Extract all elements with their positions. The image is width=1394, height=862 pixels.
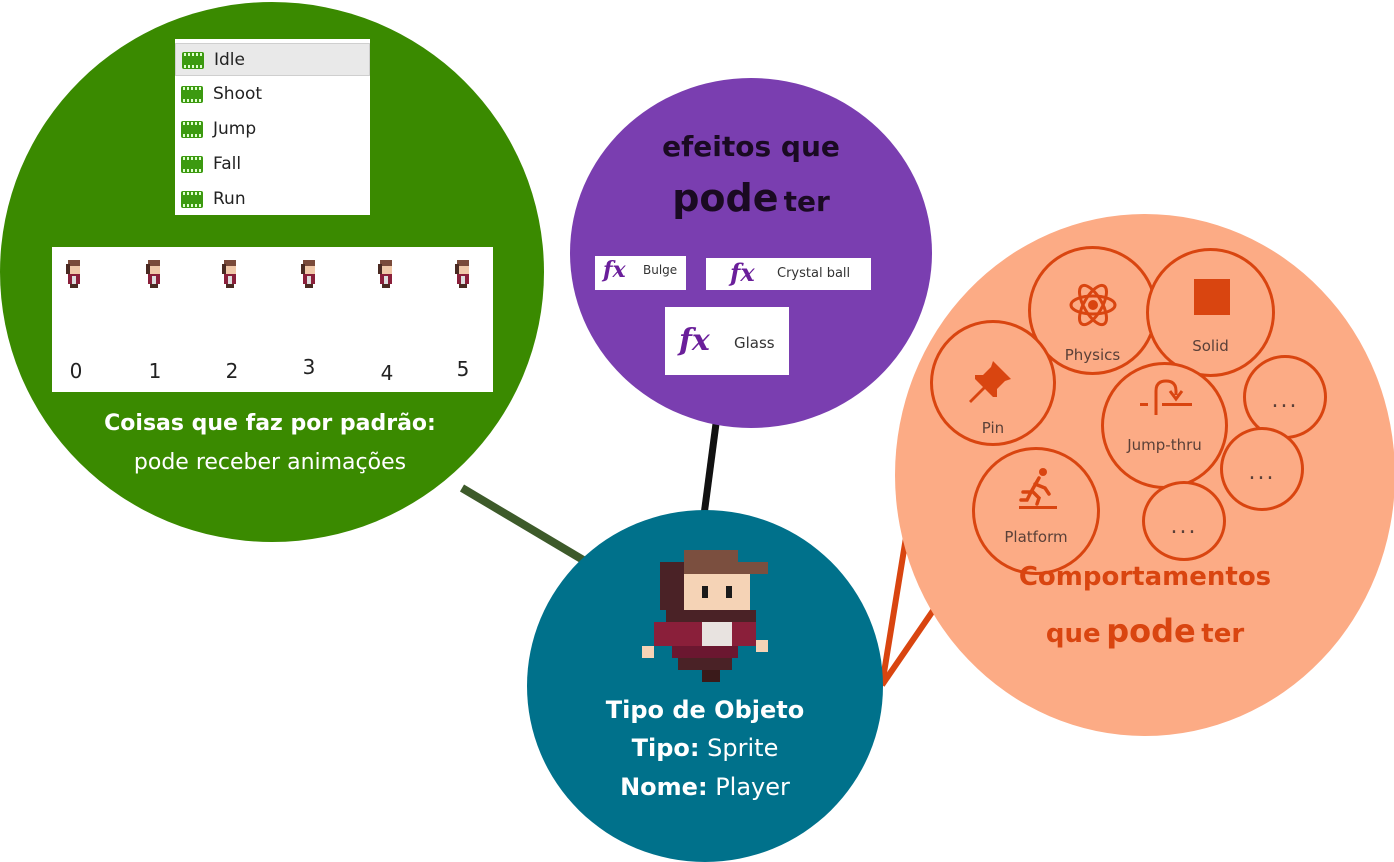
behavior-pin[interactable]: Pin — [930, 320, 1056, 446]
frame-sprite — [222, 260, 236, 288]
effect-item[interactable]: fx Crystal ball — [706, 258, 871, 290]
animation-item[interactable]: Fall — [175, 148, 370, 181]
frame-number: 1 — [148, 359, 162, 383]
object-name-line: Nome: Player — [527, 773, 883, 801]
animation-item[interactable]: Run — [175, 183, 370, 216]
effects-heading-rest: ter — [783, 185, 830, 218]
behavior-more[interactable]: ... — [1142, 481, 1226, 561]
effects-heading-line1: efeitos que — [662, 130, 840, 163]
jump-thru-icon — [1140, 379, 1192, 415]
behavior-platform[interactable]: Platform — [972, 447, 1100, 575]
object-name-value: Player — [715, 773, 790, 801]
behavior-label: Solid — [1192, 337, 1229, 355]
animation-item[interactable]: Jump — [175, 113, 370, 146]
behavior-jump-thru[interactable]: Jump-thru — [1101, 362, 1228, 489]
effect-label: Glass — [734, 334, 775, 352]
frame-number: 4 — [380, 361, 394, 385]
film-strip-icon — [181, 86, 203, 103]
more-dots: ... — [1170, 514, 1198, 539]
effect-label: Crystal ball — [777, 266, 851, 281]
atom-icon — [1069, 283, 1117, 327]
behaviors-caption-bold: pode — [1106, 612, 1196, 650]
animation-list: Idle Shoot Jump Fall Run — [175, 39, 370, 215]
behavior-solid[interactable]: Solid — [1146, 248, 1275, 377]
default-things-subtitle: pode receber animações — [133, 450, 407, 475]
animation-label: Run — [213, 189, 246, 209]
behaviors-caption-rest: ter — [1201, 619, 1245, 649]
object-title: Tipo de Objeto — [605, 696, 805, 724]
behaviors-caption-que: que — [1045, 619, 1101, 649]
film-strip-icon — [181, 156, 203, 173]
solid-square-icon — [1194, 279, 1230, 315]
animation-label: Shoot — [213, 84, 263, 104]
running-person-icon — [1019, 468, 1057, 509]
fx-icon: fx — [730, 258, 755, 287]
more-dots: ... — [1271, 388, 1299, 413]
animation-frames-panel: 0 1 2 3 4 5 — [52, 247, 493, 392]
film-strip-icon — [181, 191, 203, 208]
frame-sprite — [378, 260, 392, 288]
frame-sprite — [66, 260, 80, 288]
behavior-more[interactable]: ... — [1220, 427, 1304, 511]
object-name-label: Nome: — [620, 773, 708, 801]
effect-item[interactable]: fx Bulge — [595, 256, 686, 290]
behavior-label: Jump-thru — [1127, 436, 1202, 454]
effects-heading-line2: pode ter — [570, 176, 932, 220]
effects-heading-bold: pode — [672, 176, 779, 220]
behavior-more[interactable]: ... — [1243, 355, 1327, 439]
behavior-physics[interactable]: Physics — [1028, 246, 1157, 375]
object-type-line: Tipo: Sprite — [527, 734, 883, 762]
animation-item[interactable]: Shoot — [175, 78, 370, 111]
frame-sprite — [146, 260, 160, 288]
frame-sprite — [301, 260, 315, 288]
animation-label: Jump — [213, 119, 257, 139]
object-type-label: Tipo: — [631, 734, 700, 762]
film-strip-icon — [182, 52, 204, 69]
frame-sprite — [455, 260, 469, 288]
behavior-label: Pin — [981, 419, 1005, 437]
frame-number: 0 — [69, 359, 83, 383]
effect-item[interactable]: fx Glass — [665, 307, 789, 375]
fx-icon: fx — [679, 323, 710, 358]
behavior-label: Platform — [1004, 528, 1068, 546]
behaviors-caption-line2: que pode ter — [990, 612, 1300, 650]
behavior-label: Physics — [1064, 346, 1121, 364]
animation-label: Idle — [214, 50, 245, 70]
effect-label: Bulge — [643, 263, 678, 277]
film-strip-icon — [181, 121, 203, 138]
frame-number: 3 — [302, 355, 316, 379]
animation-item[interactable]: Idle — [175, 43, 370, 76]
more-dots: ... — [1248, 460, 1276, 485]
player-sprite — [642, 550, 768, 682]
frame-number: 5 — [456, 357, 470, 381]
object-type-value: Sprite — [707, 734, 779, 762]
behaviors-caption-line1: Comportamentos — [1018, 562, 1272, 592]
pin-icon — [969, 361, 1011, 403]
frame-number: 2 — [225, 359, 239, 383]
fx-icon: fx — [603, 257, 626, 283]
default-things-title: Coisas que faz por padrão: — [104, 411, 436, 436]
green-connector — [459, 484, 603, 574]
animation-label: Fall — [213, 154, 242, 174]
